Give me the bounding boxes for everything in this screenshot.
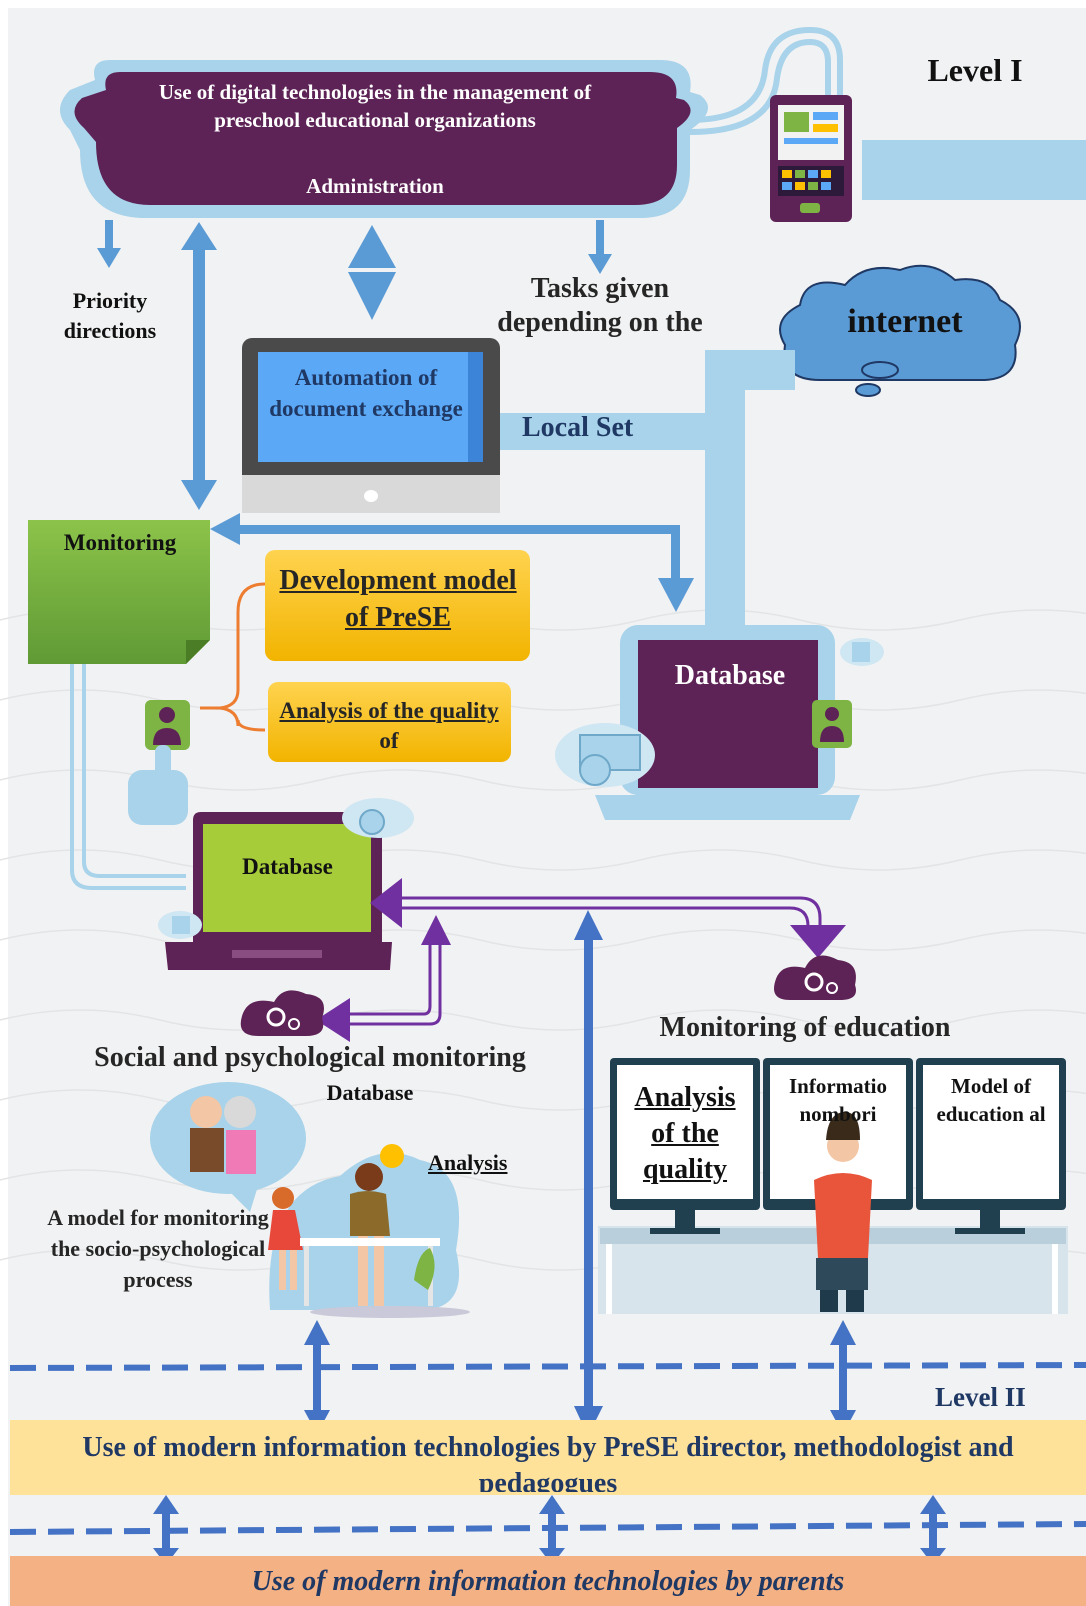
monitoring-note	[28, 520, 210, 664]
arrow-admin-automation	[348, 225, 396, 320]
device-icon	[770, 95, 852, 222]
admin-box-subtitle: Administration	[306, 174, 444, 198]
social-database-label: Database	[326, 1080, 414, 1105]
database-laptop-green	[158, 798, 414, 970]
level2-band-text: Use of modern information technologies b…	[82, 1432, 1014, 1492]
local-set-channel	[490, 350, 795, 630]
database-laptop-top	[555, 625, 884, 820]
development-model-label: Development model of PreSE	[279, 565, 517, 633]
development-model-box	[265, 550, 530, 661]
social-analysis-label: Analysis	[428, 1150, 508, 1175]
parents-band	[10, 1556, 1086, 1606]
level2-label: Level II	[935, 1382, 1026, 1412]
arrow-tasks	[588, 220, 612, 274]
level2-band	[10, 1420, 1086, 1495]
arrow-priority	[97, 220, 121, 268]
level1-label: Level I	[927, 52, 1023, 88]
parents-band-text: Use of modern information technologies b…	[251, 1566, 845, 1597]
database-top-label: Database	[674, 660, 786, 691]
cable-monitoring-database	[70, 664, 186, 890]
automation-monitor	[242, 338, 500, 513]
internet-cloud	[779, 264, 1021, 397]
internet-label: internet	[847, 303, 963, 340]
admin-box	[60, 60, 708, 219]
screen-analysis-label: Analysis of the quality	[634, 1082, 736, 1184]
tasks-given-label: Tasks given depending on the	[497, 273, 703, 338]
purple-arrowheads	[316, 878, 846, 1042]
local-set-label: Local Set	[522, 412, 634, 443]
arrow-monitoring-database	[210, 513, 694, 612]
teacher-child-illustration	[268, 1144, 470, 1318]
admin-box-title: Use of digital technologies in the manag…	[158, 80, 592, 132]
network-band-right	[862, 140, 1086, 200]
social-model-text: A model for monitoring the socio-psychol…	[47, 1205, 269, 1292]
analysis-quality-box	[268, 682, 511, 762]
dashed-divider-level2	[9, 1362, 1086, 1371]
screen-information-label: Informatio nombori	[789, 1074, 887, 1122]
gear-cloud-social	[240, 990, 324, 1036]
hand-pointer-icon	[128, 745, 188, 825]
database-green-label: Database	[242, 854, 333, 879]
family-illustration	[150, 1082, 306, 1212]
priority-directions-label: Priority directions	[63, 288, 157, 343]
person-icon-left	[145, 700, 190, 750]
analysis-quality-label: Analysis of the quality of	[279, 698, 499, 750]
education-monitors	[598, 1058, 1068, 1314]
purple-connector-social	[340, 935, 442, 1026]
screen-model-label: Model of education al	[936, 1074, 1046, 1126]
monitoring-label: Monitoring	[63, 530, 177, 555]
arrow-admin-monitoring	[181, 222, 217, 510]
gear-cloud-education	[774, 955, 856, 1000]
education-monitoring-title: Monitoring of education	[659, 1012, 951, 1043]
cable-to-device	[689, 26, 843, 135]
automation-label: Automation of document exchange	[269, 365, 463, 421]
social-monitoring-title: Social and psychological monitoring	[94, 1042, 526, 1073]
